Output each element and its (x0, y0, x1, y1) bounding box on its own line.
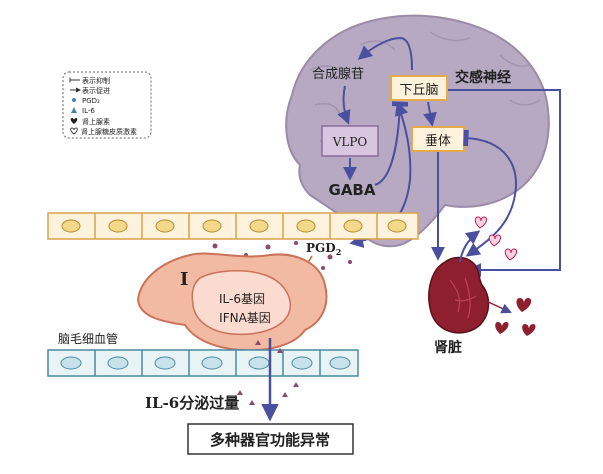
legend-label-il6: IL-6 (82, 107, 95, 115)
arrow-feedback-to-pituitary (463, 129, 517, 257)
arrow-synthesis-to-hypothalamus (357, 36, 413, 71)
cell-i-nucleus (191, 269, 291, 336)
hypothalamus-label: 下丘脑 (399, 83, 438, 98)
outcome-label: 多种器官功能异常 (210, 431, 330, 449)
pgd2-particles (212, 241, 352, 270)
sympathetic-label: 交感神经 (455, 69, 511, 86)
pituitary-box (411, 126, 465, 152)
legend-symbol-triangle (71, 107, 77, 113)
legend-symbol-dot (72, 98, 76, 102)
legend-label-inhibit: 表示抑制 (82, 76, 110, 85)
glucocorticoid-hearts (474, 216, 518, 261)
il6-particles (237, 340, 299, 405)
legend-label-pgd2: PGD₂ (82, 97, 100, 105)
legend-label-epinephrine: 肾上腺素 (82, 117, 110, 126)
pituitary-label: 垂体 (425, 134, 451, 149)
epinephrine-hearts (495, 298, 536, 336)
arrow-hypothalamus-to-pituitary (423, 101, 437, 127)
kidney-icon (428, 256, 490, 334)
arrow-kidney-to-epinephrine (483, 299, 512, 314)
kidney-label: 肾脏 (434, 339, 462, 356)
brain-folds (309, 31, 541, 148)
gene-il6-label: IL-6基因 (219, 292, 265, 306)
arrow-synthesis-to-vlpo (337, 85, 351, 125)
legend-symbol-heart-icon (70, 118, 78, 124)
il6-secretion-label: IL-6分泌过量 (145, 394, 239, 412)
arrow-kidney-to-glucocorticoid (459, 230, 481, 263)
legend-symbol-inhibit (69, 77, 80, 83)
legend-box (62, 71, 152, 139)
legend-label-promote: 表示促进 (82, 86, 110, 95)
hypothalamus-box (390, 75, 448, 101)
cell-i-label: I (180, 269, 188, 290)
vlpo-label: VLPO (332, 135, 368, 149)
capillary-label: 脑毛细血管 (58, 331, 118, 346)
legend-symbol-heart-outline-icon (70, 127, 78, 135)
gene-ifna-label: IFNA基因 (219, 311, 271, 325)
arrow-sympathetic-to-kidney (448, 89, 561, 277)
gaba-label: GABA (329, 181, 376, 199)
synthesis-label: 合成腺苷 (312, 67, 364, 82)
cell-layer-top (47, 212, 419, 240)
capillary-layer (47, 349, 359, 377)
legend-label-glucocorticoid: 肾上腺糖皮质激素 (81, 127, 137, 136)
pgd2-label: PGD2 (306, 241, 341, 257)
outcome-box (187, 423, 354, 455)
